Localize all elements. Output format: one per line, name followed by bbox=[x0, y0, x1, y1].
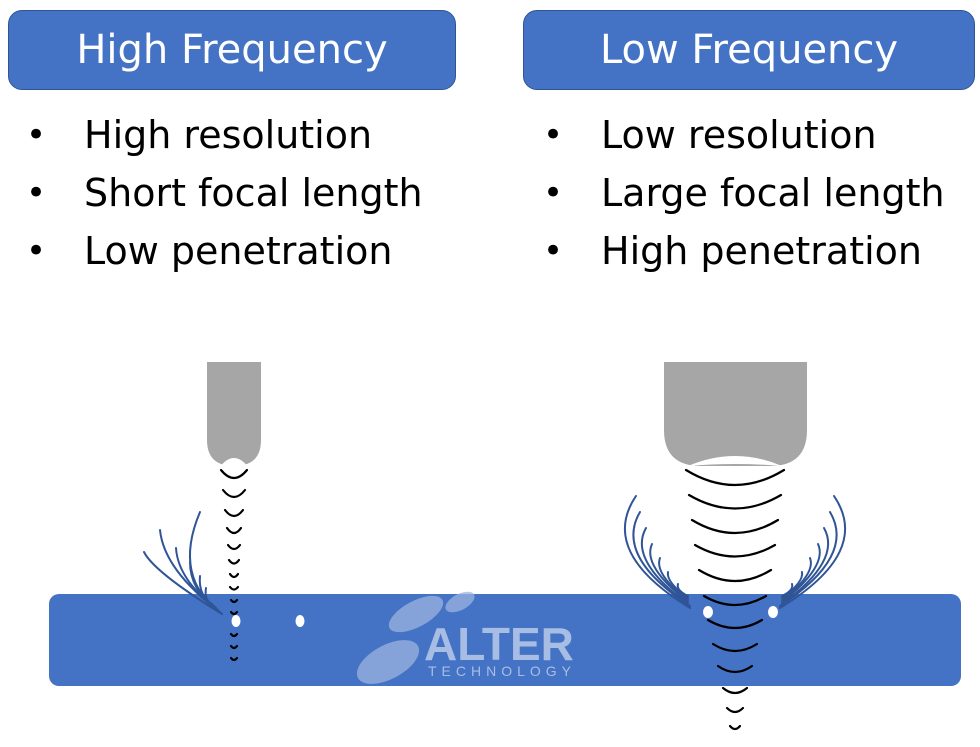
defect-dot bbox=[703, 606, 713, 618]
bullet-text: Short focal length bbox=[84, 171, 423, 215]
list-item: • Low resolution bbox=[543, 106, 945, 164]
high-frequency-transducer bbox=[207, 362, 261, 466]
list-item: • Low penetration bbox=[26, 222, 423, 280]
list-item: • High penetration bbox=[543, 222, 945, 280]
logo-subtitle: TECHNOLOGY bbox=[428, 663, 576, 679]
logo-swoosh-bottom bbox=[356, 640, 420, 684]
alter-technology-logo: ALTER TECHNOLOGY bbox=[356, 591, 576, 684]
bullet-text: Low penetration bbox=[84, 229, 393, 273]
bullet-icon: • bbox=[26, 231, 47, 271]
bullet-icon: • bbox=[543, 231, 564, 271]
bullet-text: High penetration bbox=[601, 229, 922, 273]
bullet-icon: • bbox=[26, 173, 47, 213]
defect-dot bbox=[768, 606, 778, 618]
high-frequency-beam bbox=[219, 468, 249, 662]
logo-swoosh-top bbox=[388, 595, 444, 633]
high-frequency-header: High Frequency bbox=[8, 10, 456, 90]
low-frequency-beam bbox=[684, 468, 786, 731]
bullet-text: Low resolution bbox=[601, 113, 877, 157]
low-frequency-transducer bbox=[664, 362, 807, 466]
low-frequency-reflections-right bbox=[779, 495, 847, 609]
low-frequency-header: Low Frequency bbox=[523, 10, 975, 90]
list-item: • Short focal length bbox=[26, 164, 423, 222]
bullet-text: Large focal length bbox=[601, 171, 945, 215]
high-frequency-title: High Frequency bbox=[76, 27, 388, 73]
bullet-icon: • bbox=[543, 173, 564, 213]
logo-wordmark: ALTER bbox=[424, 618, 574, 670]
low-frequency-reflections-left bbox=[623, 495, 691, 609]
transducer-lens bbox=[688, 456, 782, 466]
low-frequency-title: Low Frequency bbox=[599, 27, 899, 73]
high-frequency-list: • High resolution • Short focal length • Lo… bbox=[26, 106, 423, 280]
bullet-text: High resolution bbox=[84, 113, 373, 157]
sample-block bbox=[49, 594, 961, 686]
logo-swoosh-small bbox=[445, 591, 475, 613]
bullet-icon: • bbox=[543, 115, 564, 155]
defect-dot bbox=[231, 615, 241, 627]
list-item: • High resolution bbox=[26, 106, 423, 164]
high-frequency-reflections bbox=[143, 511, 223, 615]
list-item: • Large focal length bbox=[543, 164, 945, 222]
bullet-icon: • bbox=[26, 115, 47, 155]
low-frequency-list: • Low resolution • Large focal length • Hig… bbox=[543, 106, 945, 280]
transducer-lens bbox=[219, 458, 249, 468]
defect-dot bbox=[295, 615, 305, 627]
